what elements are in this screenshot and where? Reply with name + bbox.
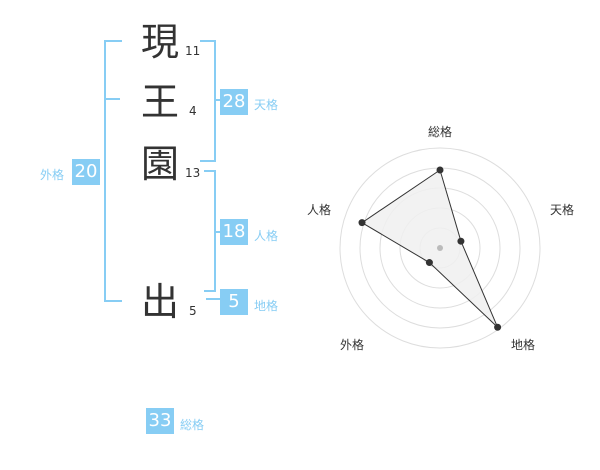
tenkaku-label: 天格 xyxy=(254,98,279,112)
radar-grid-ring xyxy=(339,147,541,349)
name-char-3: 園 xyxy=(140,142,179,186)
radar-axis-label-gaikaku: 外格 xyxy=(340,338,365,352)
name-char-1: 現 xyxy=(140,20,179,64)
radar-point-3 xyxy=(494,323,502,331)
tenkaku-value: 28 xyxy=(220,89,248,115)
radar-point-5 xyxy=(358,219,366,227)
name-char-2: 王 xyxy=(140,80,179,124)
jinkaku-label: 人格 xyxy=(254,229,279,243)
radar-axis-label-soukaku: 総格 xyxy=(428,125,453,139)
gaikaku-label: 外格 xyxy=(40,168,65,182)
stroke-count-1: 11 xyxy=(185,44,201,58)
jinkaku-bracket-tick xyxy=(214,231,222,233)
radar-axis-label-chikaku: 地格 xyxy=(511,338,536,352)
tenkaku-bracket-tick xyxy=(214,99,222,101)
gaikaku-value: 20 xyxy=(72,159,100,185)
radar-axis-label-tenkaku: 天格 xyxy=(550,203,575,217)
radar-center-dot xyxy=(437,245,443,251)
name-char-4: 出 xyxy=(140,280,179,324)
stroke-count-2: 4 xyxy=(189,104,197,118)
soukaku-label: 総格 xyxy=(180,418,205,432)
chikaku-tick xyxy=(206,298,222,300)
stroke-count-4: 5 xyxy=(189,304,197,318)
gaikaku-bracket-tick xyxy=(104,98,120,100)
soukaku-value: 33 xyxy=(146,408,174,434)
gaikaku-bracket xyxy=(104,40,122,302)
tenkaku-bracket xyxy=(200,40,216,162)
chikaku-label: 地格 xyxy=(254,299,279,313)
chikaku-value: 5 xyxy=(220,289,248,315)
radar-point-2 xyxy=(457,237,465,245)
jinkaku-value: 18 xyxy=(220,219,248,245)
radar-point-1 xyxy=(436,166,444,174)
radar-axis-label-jinkaku: 人格 xyxy=(307,203,332,217)
radar-series-polygon xyxy=(361,169,499,328)
stroke-count-3: 13 xyxy=(185,166,201,180)
radar-point-4 xyxy=(425,259,433,267)
